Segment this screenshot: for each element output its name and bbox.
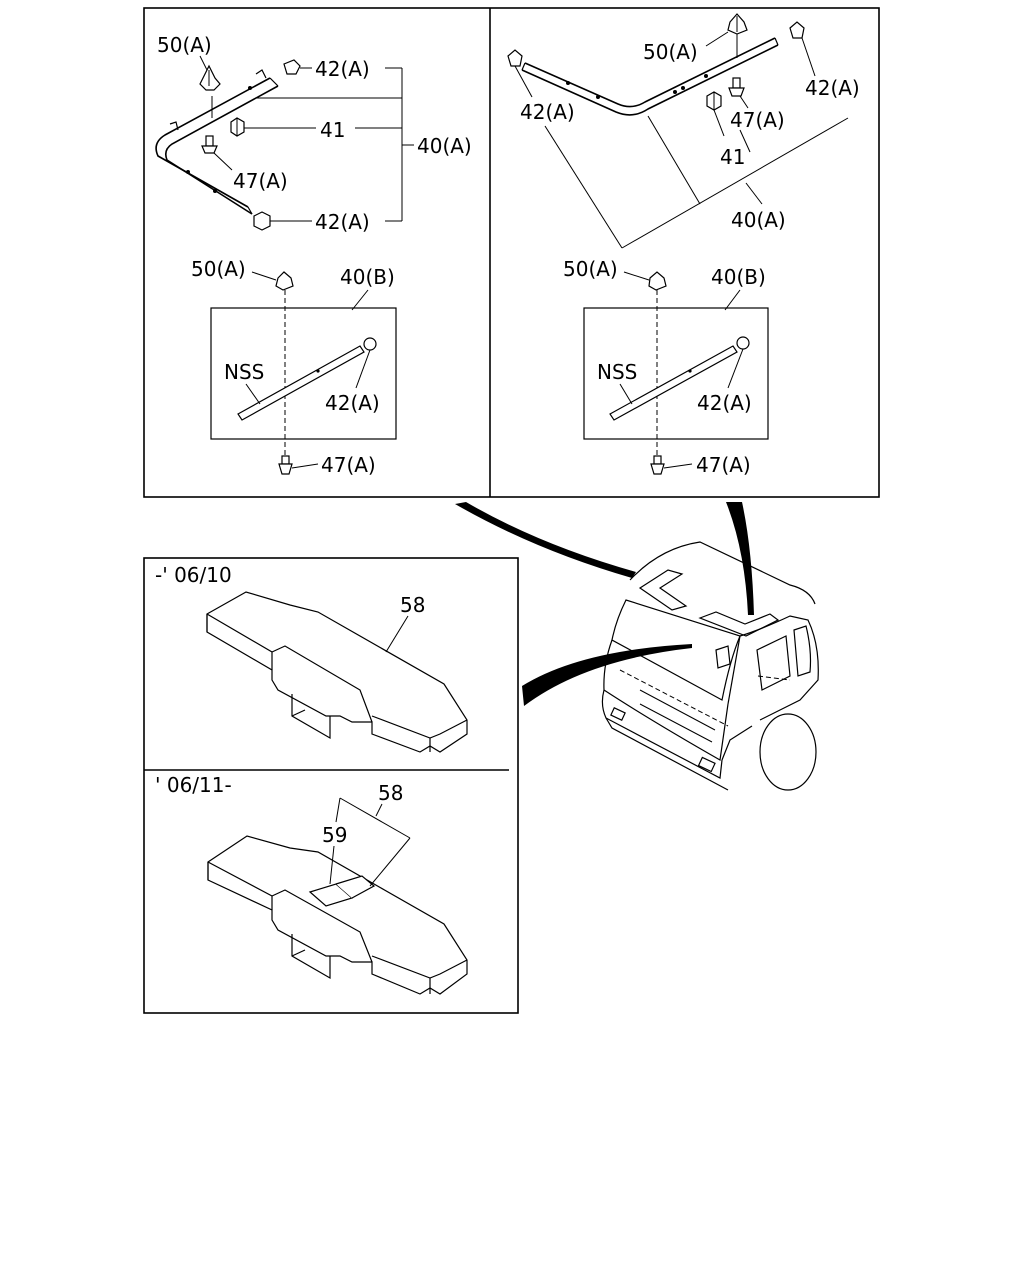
screw-47a-right-icon [728, 77, 745, 97]
label-right-cap-right: 42(A) [805, 76, 860, 100]
pointer-to-left-rail [455, 502, 636, 578]
clip-50a-icon [199, 64, 221, 91]
label-inset-left-clip: 50(A) [191, 257, 246, 281]
inset-left-frame [210, 307, 397, 440]
clip-50a-right-icon [727, 13, 748, 35]
clip-50a-inset-left-icon [275, 271, 294, 291]
cap-42a-left-icon [507, 49, 523, 67]
pointer-to-right-rail [726, 502, 754, 615]
cap-42a-lower-icon [253, 211, 271, 231]
label-right-assembly: 40(A) [731, 208, 786, 232]
strip-inset-left [237, 345, 365, 421]
nut-41-icon [230, 117, 245, 137]
label-right-cap-left: 42(A) [520, 100, 575, 124]
bracket-40a-right [544, 115, 849, 249]
bottom-frame-border [143, 557, 519, 1014]
label-assembly-40a: 40(A) [417, 134, 472, 158]
label-right-part-41: 41 [720, 145, 745, 169]
inset-right: 50(A) 42(A) NSS 40(B) 47(A) [563, 257, 769, 477]
label-inset-left-cap: 42(A) [325, 391, 380, 415]
label-cap-42a-upper: 42(A) [315, 57, 370, 81]
label-pad-58-lower: 58 [378, 781, 403, 805]
label-pad-58-upper: 58 [400, 593, 425, 617]
panel-top-right: 50(A) 42(A) 42(A) 41 47(A) [507, 13, 860, 249]
screw-47a-inset-left-icon [278, 455, 293, 475]
screw-47a-icon [201, 135, 218, 154]
inset-left: 50(A) 42(A) NSS 40(B) 47(A) [191, 257, 397, 477]
pad-58-upper-icon [206, 591, 468, 753]
label-inset-right-cap: 42(A) [697, 391, 752, 415]
bottom-frame: -' 06/10 ' 06/11- 58 [143, 557, 519, 1014]
top-frame-border [143, 7, 880, 498]
label-right-clip: 50(A) [643, 40, 698, 64]
label-part-41: 41 [320, 118, 345, 142]
pad-58-lower-icon [207, 835, 468, 995]
label-inset-right-assembly: 40(B) [711, 265, 766, 289]
label-tab-59: 59 [322, 823, 347, 847]
tab-59-icon [308, 875, 376, 907]
screw-47a-inset-right-icon [650, 455, 665, 475]
label-period-lower: ' 06/11- [155, 773, 232, 797]
truck-cab-icon [601, 541, 819, 791]
label-screw-47a: 47(A) [233, 169, 288, 193]
nut-41-right-icon [706, 91, 722, 111]
label-inset-right-screw: 47(A) [696, 453, 751, 477]
cap-42a-upper-icon [283, 59, 301, 75]
label-inset-right-clip: 50(A) [563, 257, 618, 281]
cap-42a-inset-right-icon [736, 336, 750, 350]
cap-42a-right-icon [789, 21, 805, 39]
rail-left [155, 69, 279, 215]
rail-right [521, 37, 779, 116]
label-cap-42a-lower: 42(A) [315, 210, 370, 234]
panel-top-left: 50(A) 42(A) 41 47(A) 42(A) [155, 33, 472, 234]
strip-inset-right [609, 345, 738, 421]
clip-50a-inset-right-icon [648, 271, 667, 291]
label-period-upper: -' 06/10 [155, 563, 232, 587]
top-frame [143, 7, 880, 498]
label-inset-left-nss: NSS [224, 360, 264, 384]
label-inset-left-assembly: 40(B) [340, 265, 395, 289]
inset-right-frame [583, 307, 769, 440]
bracket-40a [255, 67, 414, 222]
label-clip-50a: 50(A) [157, 33, 212, 57]
cap-42a-inset-left-icon [363, 337, 377, 351]
label-right-screw: 47(A) [730, 108, 785, 132]
label-inset-right-nss: NSS [597, 360, 637, 384]
pointer-to-cab-interior [522, 644, 692, 706]
label-inset-left-screw: 47(A) [321, 453, 376, 477]
